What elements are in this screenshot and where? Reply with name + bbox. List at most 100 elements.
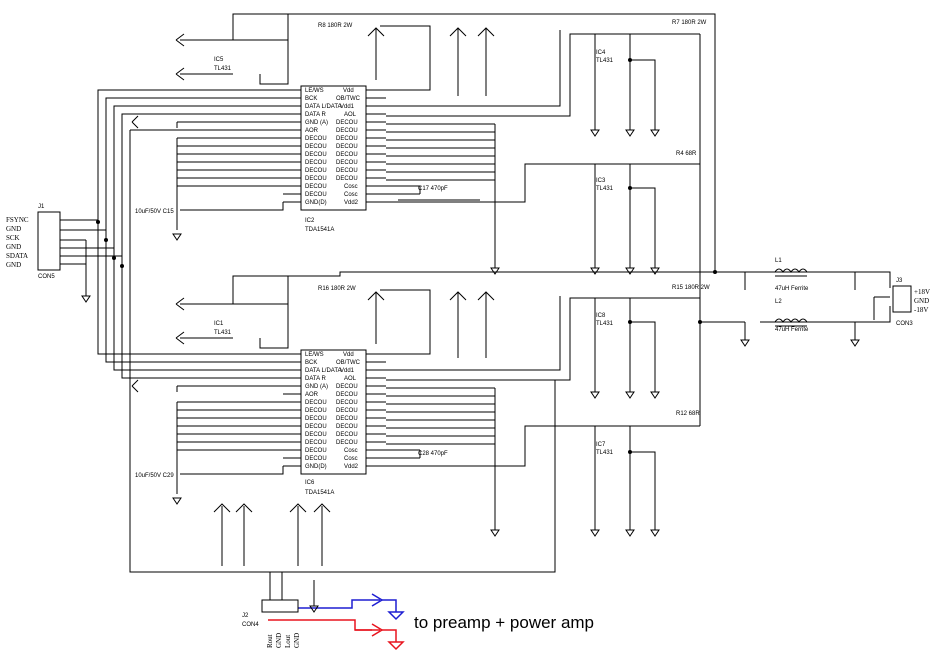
svg-text:OB/TWC: OB/TWC — [336, 96, 361, 102]
l1-inductor — [774, 268, 808, 277]
label-ic3-part: TL431 — [596, 186, 614, 192]
svg-text:Cosc: Cosc — [344, 448, 358, 454]
svg-text:BCK: BCK — [305, 96, 317, 102]
svg-text:DECOU: DECOU — [336, 384, 358, 390]
ic6-body — [300, 349, 367, 475]
svg-text:AOL: AOL — [344, 112, 357, 118]
label-j3: J3 — [896, 278, 903, 284]
label-ic7: IC7 — [596, 442, 606, 448]
svg-text:DECOU: DECOU — [336, 416, 358, 422]
svg-text:DECOU: DECOU — [305, 432, 327, 438]
svg-text:AOR: AOR — [305, 392, 319, 398]
svg-text:DATA R: DATA R — [305, 376, 326, 382]
svg-text:DATA L/DATA: DATA L/DATA — [305, 368, 342, 374]
label-ic7-part: TL431 — [596, 450, 614, 456]
label-l2-val: 47uH Ferrite — [775, 327, 809, 333]
label-ic6-part: TDA1541A — [305, 490, 334, 496]
label-r16: R16 180R 2W — [318, 286, 356, 292]
svg-text:DECOU: DECOU — [305, 408, 327, 414]
svg-text:Cosc: Cosc — [344, 184, 358, 190]
label-con5: CON5 — [38, 274, 55, 280]
label-c29: 10uF/50V C29 — [135, 473, 174, 479]
j2-pin-rout: Rout — [266, 634, 274, 648]
j3-pin-plus18v: +18V — [914, 288, 930, 296]
svg-text:DECOU: DECOU — [336, 400, 358, 406]
supply-arrows — [131, 27, 495, 513]
svg-text:DATA R: DATA R — [305, 112, 326, 118]
svg-text:DECOU: DECOU — [336, 440, 358, 446]
j3-pin-labels: +18V GND -18V — [914, 288, 930, 314]
ic6-pins — [283, 353, 386, 467]
j1-pin-gnd-3: GND — [6, 261, 21, 269]
svg-text:DECOU: DECOU — [336, 432, 358, 438]
label-l1-val: 47uH Ferrite — [775, 286, 809, 292]
label-r4: R4 68R — [676, 151, 697, 157]
svg-text:DECOU: DECOU — [305, 448, 327, 454]
svg-text:LE/WS: LE/WS — [305, 88, 324, 94]
svg-text:DECOU: DECOU — [305, 176, 327, 182]
ic6-pin-names: LE/WS BCK DATA L/DATA DATA R GND (A) AOR DECO… — [305, 352, 361, 470]
label-ic8: IC8 — [596, 313, 606, 319]
svg-text:AOR: AOR — [305, 128, 319, 134]
label-l2: L2 — [775, 299, 782, 305]
svg-text:AOL: AOL — [344, 376, 357, 382]
j3-pin-gnd: GND — [914, 297, 929, 305]
svg-text:Vdd2: Vdd2 — [344, 200, 359, 206]
ground-symbols — [81, 129, 860, 613]
svg-text:GND (A): GND (A) — [305, 120, 328, 126]
svg-text:DECOU: DECOU — [305, 440, 327, 446]
svg-text:DECOU: DECOU — [305, 144, 327, 150]
wiring — [60, 13, 891, 606]
svg-text:DECOU: DECOU — [305, 168, 327, 174]
svg-text:DECOU: DECOU — [305, 400, 327, 406]
label-ic6: IC6 — [305, 480, 315, 486]
j1-connector — [37, 211, 61, 271]
svg-text:Vdd: Vdd — [343, 88, 354, 94]
label-ic3: IC3 — [596, 178, 606, 184]
j3-pin-minus18v: -18V — [914, 306, 928, 314]
svg-text:GND(D): GND(D) — [305, 464, 327, 470]
svg-text:DECOU: DECOU — [336, 144, 358, 150]
label-ic4: IC4 — [596, 50, 606, 56]
label-c28: C28 470pF — [418, 451, 448, 457]
svg-text:Vdd: Vdd — [343, 352, 354, 358]
svg-text:Vdd1: Vdd1 — [340, 104, 355, 110]
svg-text:OB/TWC: OB/TWC — [336, 360, 361, 366]
j1-pin-sdata: SDATA — [6, 252, 28, 260]
svg-text:Vdd1: Vdd1 — [340, 368, 355, 374]
label-l1: L1 — [775, 258, 782, 264]
junctions — [96, 58, 717, 454]
svg-text:DECOU: DECOU — [305, 136, 327, 142]
j1-pin-sck: SCK — [6, 234, 20, 242]
j1-pin-gnd-1: GND — [6, 225, 21, 233]
label-ic4-part: TL431 — [596, 58, 614, 64]
j1-pin-labels: FSYNC GND SCK GND SDATA GND — [6, 216, 29, 269]
svg-text:Cosc: Cosc — [344, 192, 358, 198]
svg-text:DATA L/DATA: DATA L/DATA — [305, 104, 342, 110]
label-r12: R12 68R — [676, 411, 700, 417]
svg-text:LE/WS: LE/WS — [305, 352, 324, 358]
label-ic1-part: TL431 — [214, 330, 232, 336]
label-ic8-part: TL431 — [596, 321, 614, 327]
ic2-pins — [283, 89, 386, 203]
svg-text:GND (A): GND (A) — [305, 384, 328, 390]
label-r8: R8 180R 2W — [318, 23, 353, 29]
j1-pin-gnd-2: GND — [6, 243, 21, 251]
j1-pin-fsync: FSYNC — [6, 216, 29, 224]
j2-pin-gnd-1: GND — [275, 633, 283, 648]
j3-connector — [892, 285, 912, 313]
label-j2: J2 — [242, 613, 249, 619]
ic2-body — [300, 85, 367, 211]
svg-text:GND(D): GND(D) — [305, 200, 327, 206]
svg-text:DECOU: DECOU — [305, 160, 327, 166]
svg-text:DECOU: DECOU — [305, 152, 327, 158]
svg-text:Cosc: Cosc — [344, 456, 358, 462]
label-j1: J1 — [38, 204, 45, 210]
label-con4: CON4 — [242, 622, 259, 628]
svg-text:DECOU: DECOU — [305, 456, 327, 462]
svg-text:BCK: BCK — [305, 360, 317, 366]
j2-pin-gnd-2: GND — [293, 633, 301, 648]
j2-pin-labels: Rout GND Lout GND — [266, 633, 301, 648]
